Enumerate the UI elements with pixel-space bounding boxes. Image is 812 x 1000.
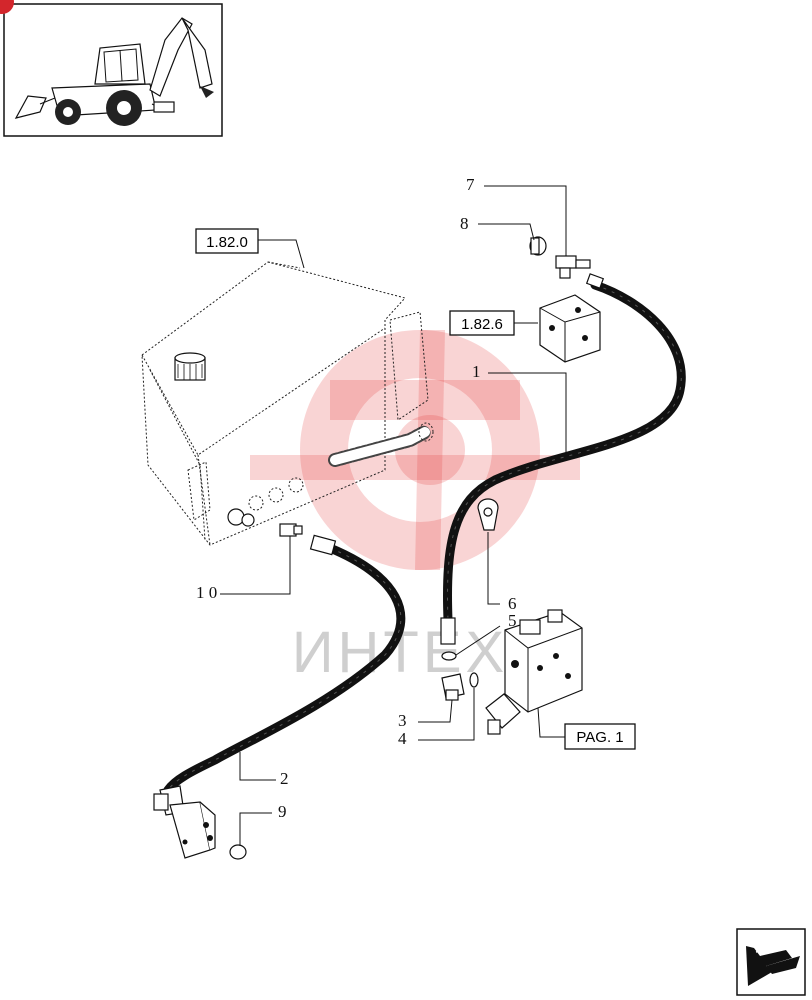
next-page-arrow-icon <box>746 945 800 986</box>
callout-5: 5 <box>508 611 517 630</box>
callout-1: 1 <box>472 362 481 381</box>
callout-7: 7 <box>466 175 475 194</box>
backhoe-loader-icon <box>14 17 214 126</box>
callout-3: 3 <box>398 711 407 730</box>
callout-6: 6 <box>508 594 517 613</box>
callout-2: 2 <box>280 769 289 788</box>
seal-4 <box>469 672 479 688</box>
fitting-3 <box>441 673 465 701</box>
hose-1-end-fitting <box>440 617 457 661</box>
cap-9 <box>229 844 247 860</box>
ref-label: PAG. 1 <box>576 729 623 746</box>
block-1-82-6 <box>539 294 601 363</box>
leader-lines <box>220 185 567 846</box>
hose-2-end-fitting <box>309 534 337 556</box>
callout-8: 8 <box>460 214 469 233</box>
hose-1 <box>443 280 686 625</box>
valve-block <box>485 609 583 735</box>
elbow-fitting <box>153 785 216 859</box>
callout-4: 4 <box>398 729 407 748</box>
clip-6 <box>477 498 499 531</box>
fitting-10 <box>279 523 303 537</box>
ref-box-pag-1[interactable]: PAG. 1 <box>564 723 636 750</box>
thumbnail-panel[interactable] <box>3 3 223 137</box>
tee-fitting-7 <box>555 255 605 289</box>
hydraulic-tank <box>141 261 434 546</box>
callout-9: 9 <box>278 802 287 821</box>
ref-box-1-82-6[interactable]: 1.82.6 <box>449 310 515 336</box>
ref-label: 1.82.6 <box>461 316 503 333</box>
callout-10: 1 0 <box>196 583 217 602</box>
cap-8 <box>529 236 547 256</box>
corner-marker <box>0 0 14 14</box>
next-page-button[interactable] <box>736 928 806 996</box>
ref-box-1-82-0[interactable]: 1.82.0 <box>195 228 259 254</box>
ref-label: 1.82.0 <box>206 234 248 251</box>
